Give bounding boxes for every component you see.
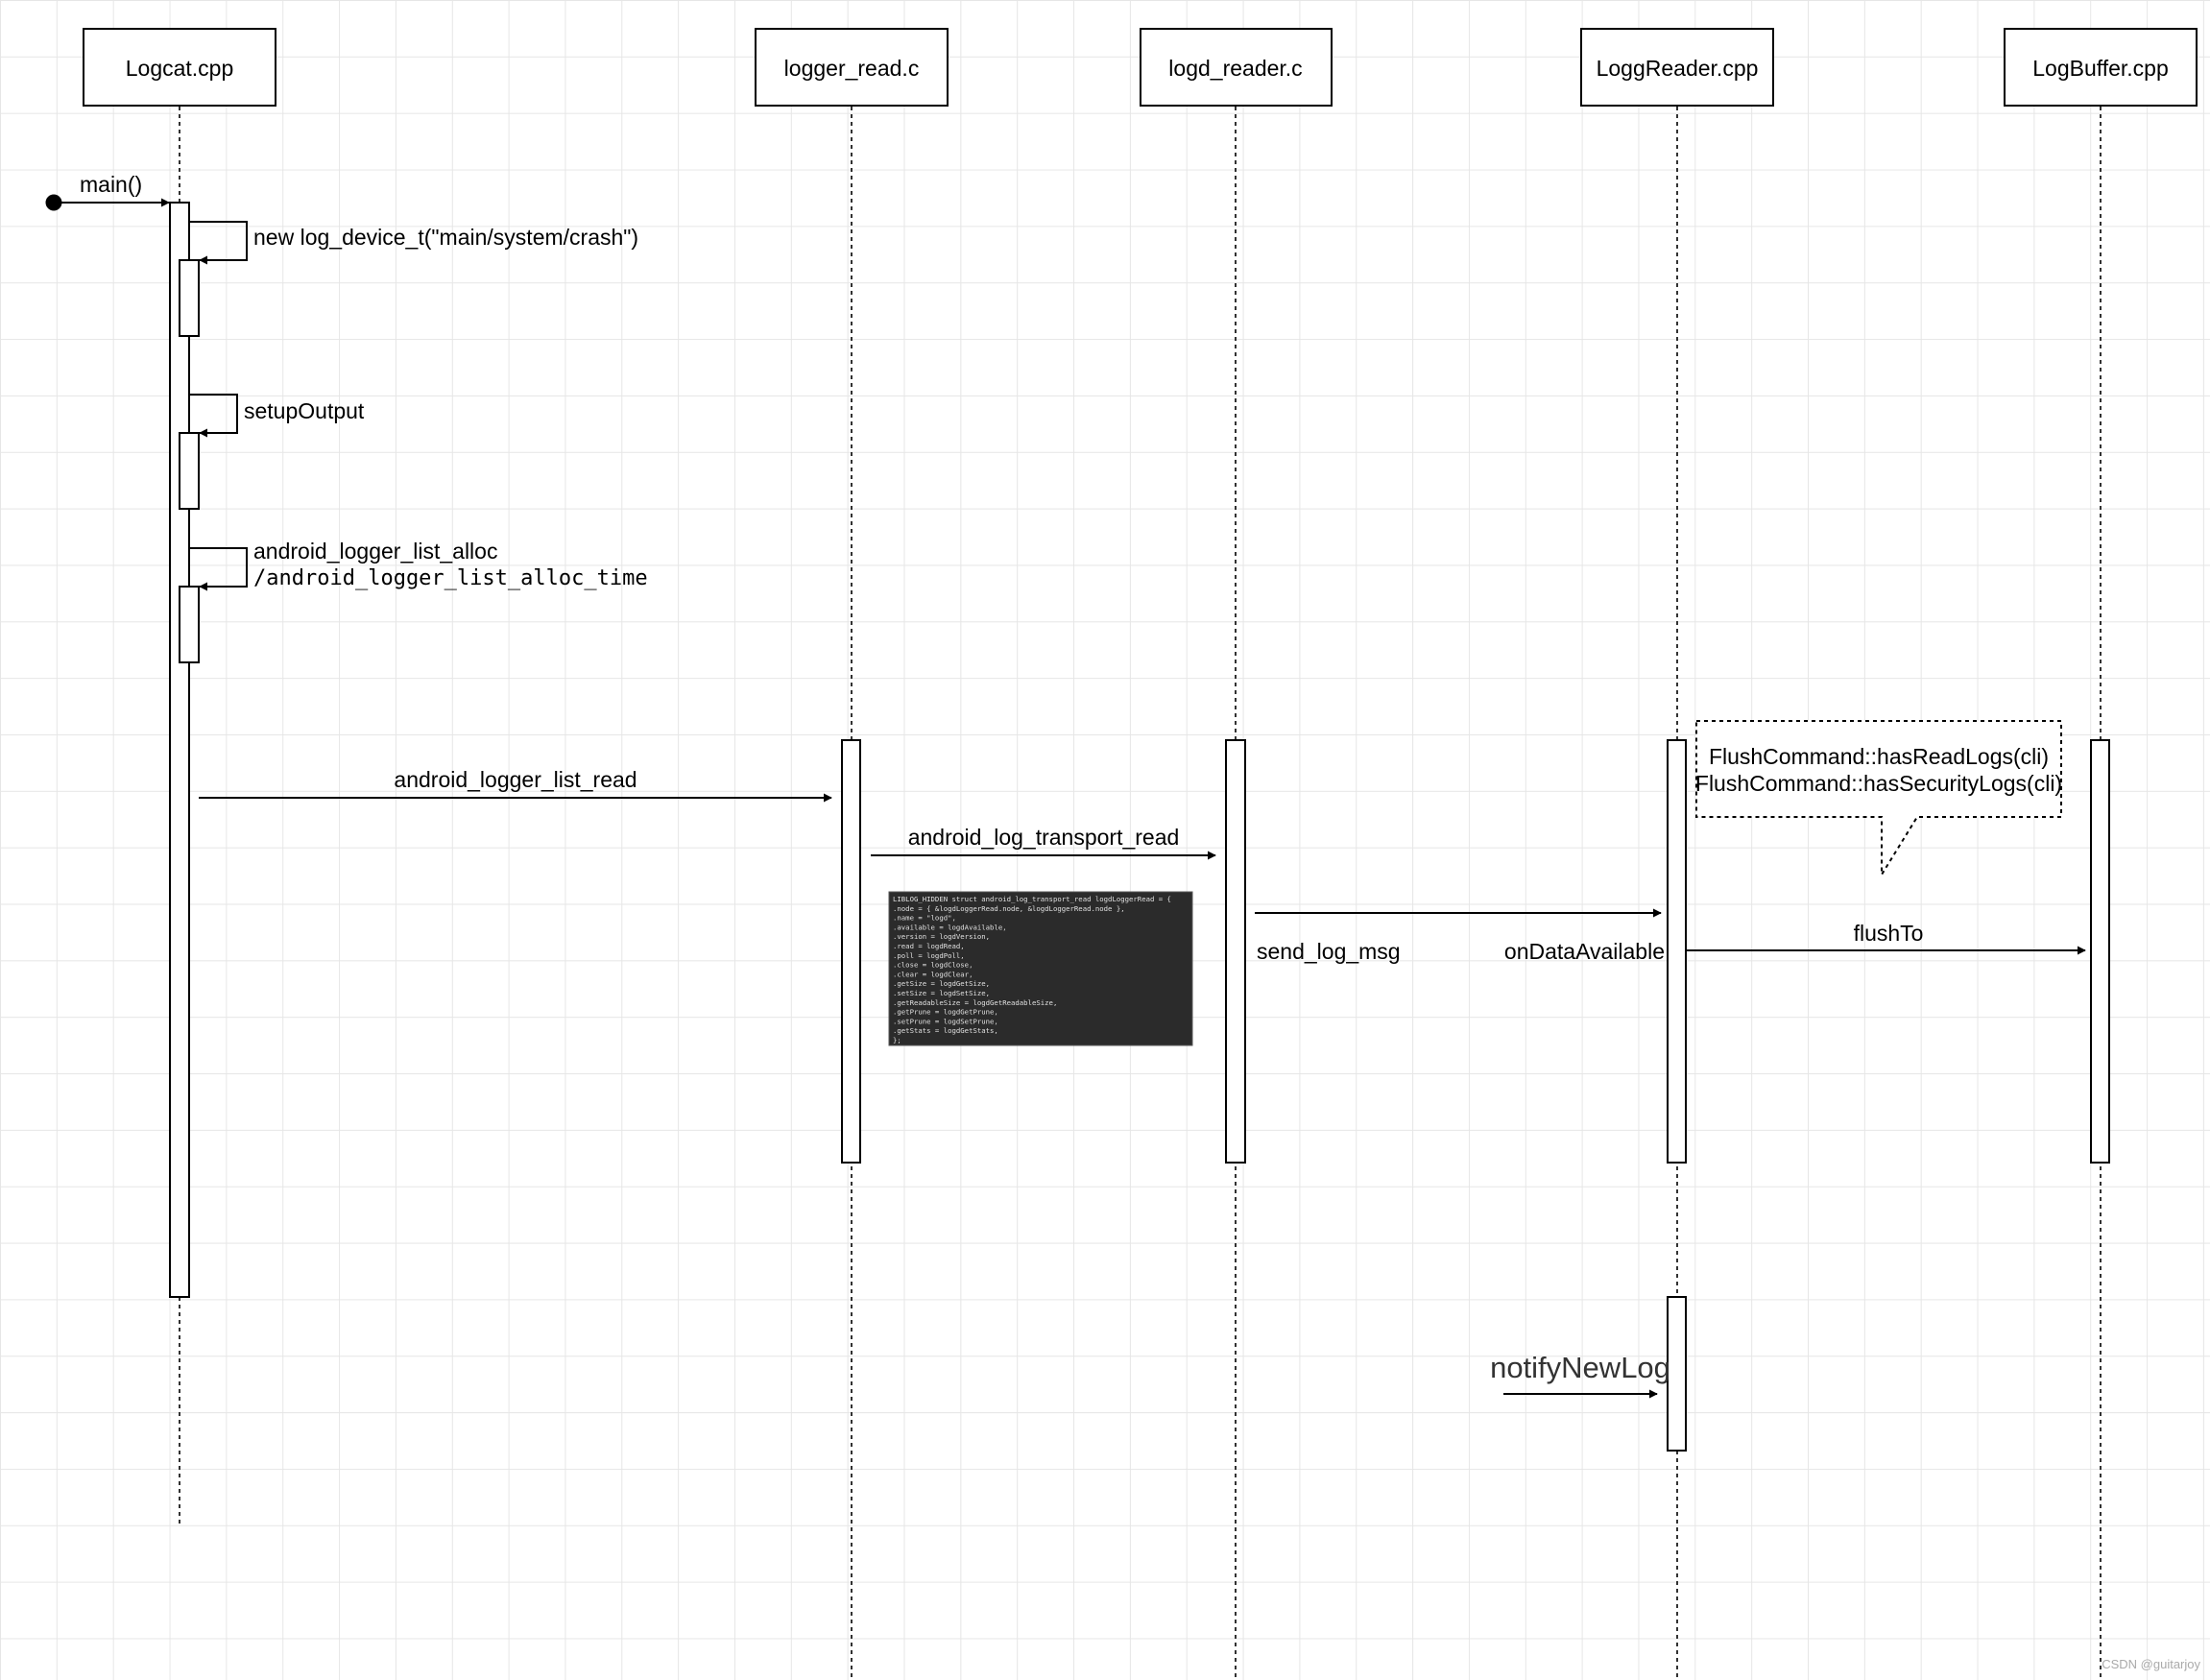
activation-logd-reader[interactable] <box>1225 739 1246 1164</box>
label-on-data-available: onDataAvailable <box>1504 939 1665 964</box>
callout-line-2: FlushCommand::hasSecurityLogs(cli) <box>1695 771 2062 796</box>
code-line: .node = { &logdLoggerRead.node, &logdLog… <box>893 904 1125 913</box>
watermark: CSDN @guitarjoy <box>2102 1657 2200 1671</box>
participant-label: LogBuffer.cpp <box>2032 56 2169 81</box>
participant-label: LoggReader.cpp <box>1597 56 1759 81</box>
label-list-read: android_logger_list_read <box>394 767 637 792</box>
code-line: .read = logdRead, <box>893 942 965 950</box>
code-line: }; <box>893 1036 901 1044</box>
participant-label: logger_read.c <box>784 56 920 81</box>
message-setup-output[interactable] <box>189 394 238 438</box>
code-line: .getReadableSize = logdGetReadableSize, <box>893 998 1057 1007</box>
activation-logbuffer[interactable] <box>2090 739 2110 1164</box>
label-transport-read: android_log_transport_read <box>908 825 1180 850</box>
code-snippet-image: LIBLOG_HIDDEN struct android_log_transpo… <box>888 891 1193 1046</box>
message-new-device[interactable] <box>189 221 248 265</box>
participant-logbuffer[interactable]: LogBuffer.cpp <box>2004 28 2198 107</box>
activation-logcat-new-device[interactable] <box>179 259 200 337</box>
label-notify-new-log: notifyNewLog <box>1490 1351 1670 1384</box>
participant-logger-read[interactable]: logger_read.c <box>755 28 949 107</box>
activation-loggreader[interactable] <box>1667 739 1687 1164</box>
callout-note[interactable]: FlushCommand::hasReadLogs(cli) FlushComm… <box>1695 720 2062 878</box>
code-line: .setSize = logdSetSize, <box>893 989 990 997</box>
code-line: .available = logdAvailable, <box>893 923 1007 931</box>
activation-logcat-setup-output[interactable] <box>179 432 200 510</box>
callout-line-1: FlushCommand::hasReadLogs(cli) <box>1709 744 2049 769</box>
participant-loggreader[interactable]: LoggReader.cpp <box>1580 28 1774 107</box>
participant-logcat[interactable]: Logcat.cpp <box>83 28 276 107</box>
label-send-log-msg: send_log_msg <box>1257 939 1401 964</box>
code-line: .clear = logdClear, <box>893 970 973 978</box>
activation-logcat-main[interactable] <box>169 202 190 1298</box>
code-line: .version = logdVersion, <box>893 932 990 941</box>
code-line: .name = "logd", <box>893 914 956 923</box>
label-alloc-line1: android_logger_list_alloc <box>253 539 497 564</box>
activation-logcat-alloc[interactable] <box>179 586 200 663</box>
activation-logger-read[interactable] <box>841 739 861 1164</box>
activation-loggreader-notify[interactable] <box>1667 1296 1687 1452</box>
participant-label: logd_reader.c <box>1168 56 1302 81</box>
code-line: .setPrune = logdSetPrune, <box>893 1017 998 1025</box>
code-line: LIBLOG_HIDDEN struct android_log_transpo… <box>893 895 1171 903</box>
label-alloc-line2: /android_logger_list_alloc_time <box>253 566 648 590</box>
participant-label: Logcat.cpp <box>126 56 234 81</box>
message-list-alloc[interactable] <box>189 547 248 591</box>
code-line: .getSize = logdGetSize, <box>893 979 990 988</box>
code-line: .getPrune = logdGetPrune, <box>893 1008 998 1017</box>
code-line: .poll = logdPoll, <box>893 951 965 960</box>
label-main: main() <box>80 172 142 197</box>
participant-logd-reader[interactable]: logd_reader.c <box>1140 28 1333 107</box>
code-line: .getStats = logdGetStats, <box>893 1026 998 1035</box>
label-new-device: new log_device_t("main/system/crash") <box>253 225 638 250</box>
label-setup-output: setupOutput <box>244 398 365 423</box>
code-line: .close = logdClose, <box>893 961 973 970</box>
label-flush-to: flushTo <box>1854 921 1924 946</box>
